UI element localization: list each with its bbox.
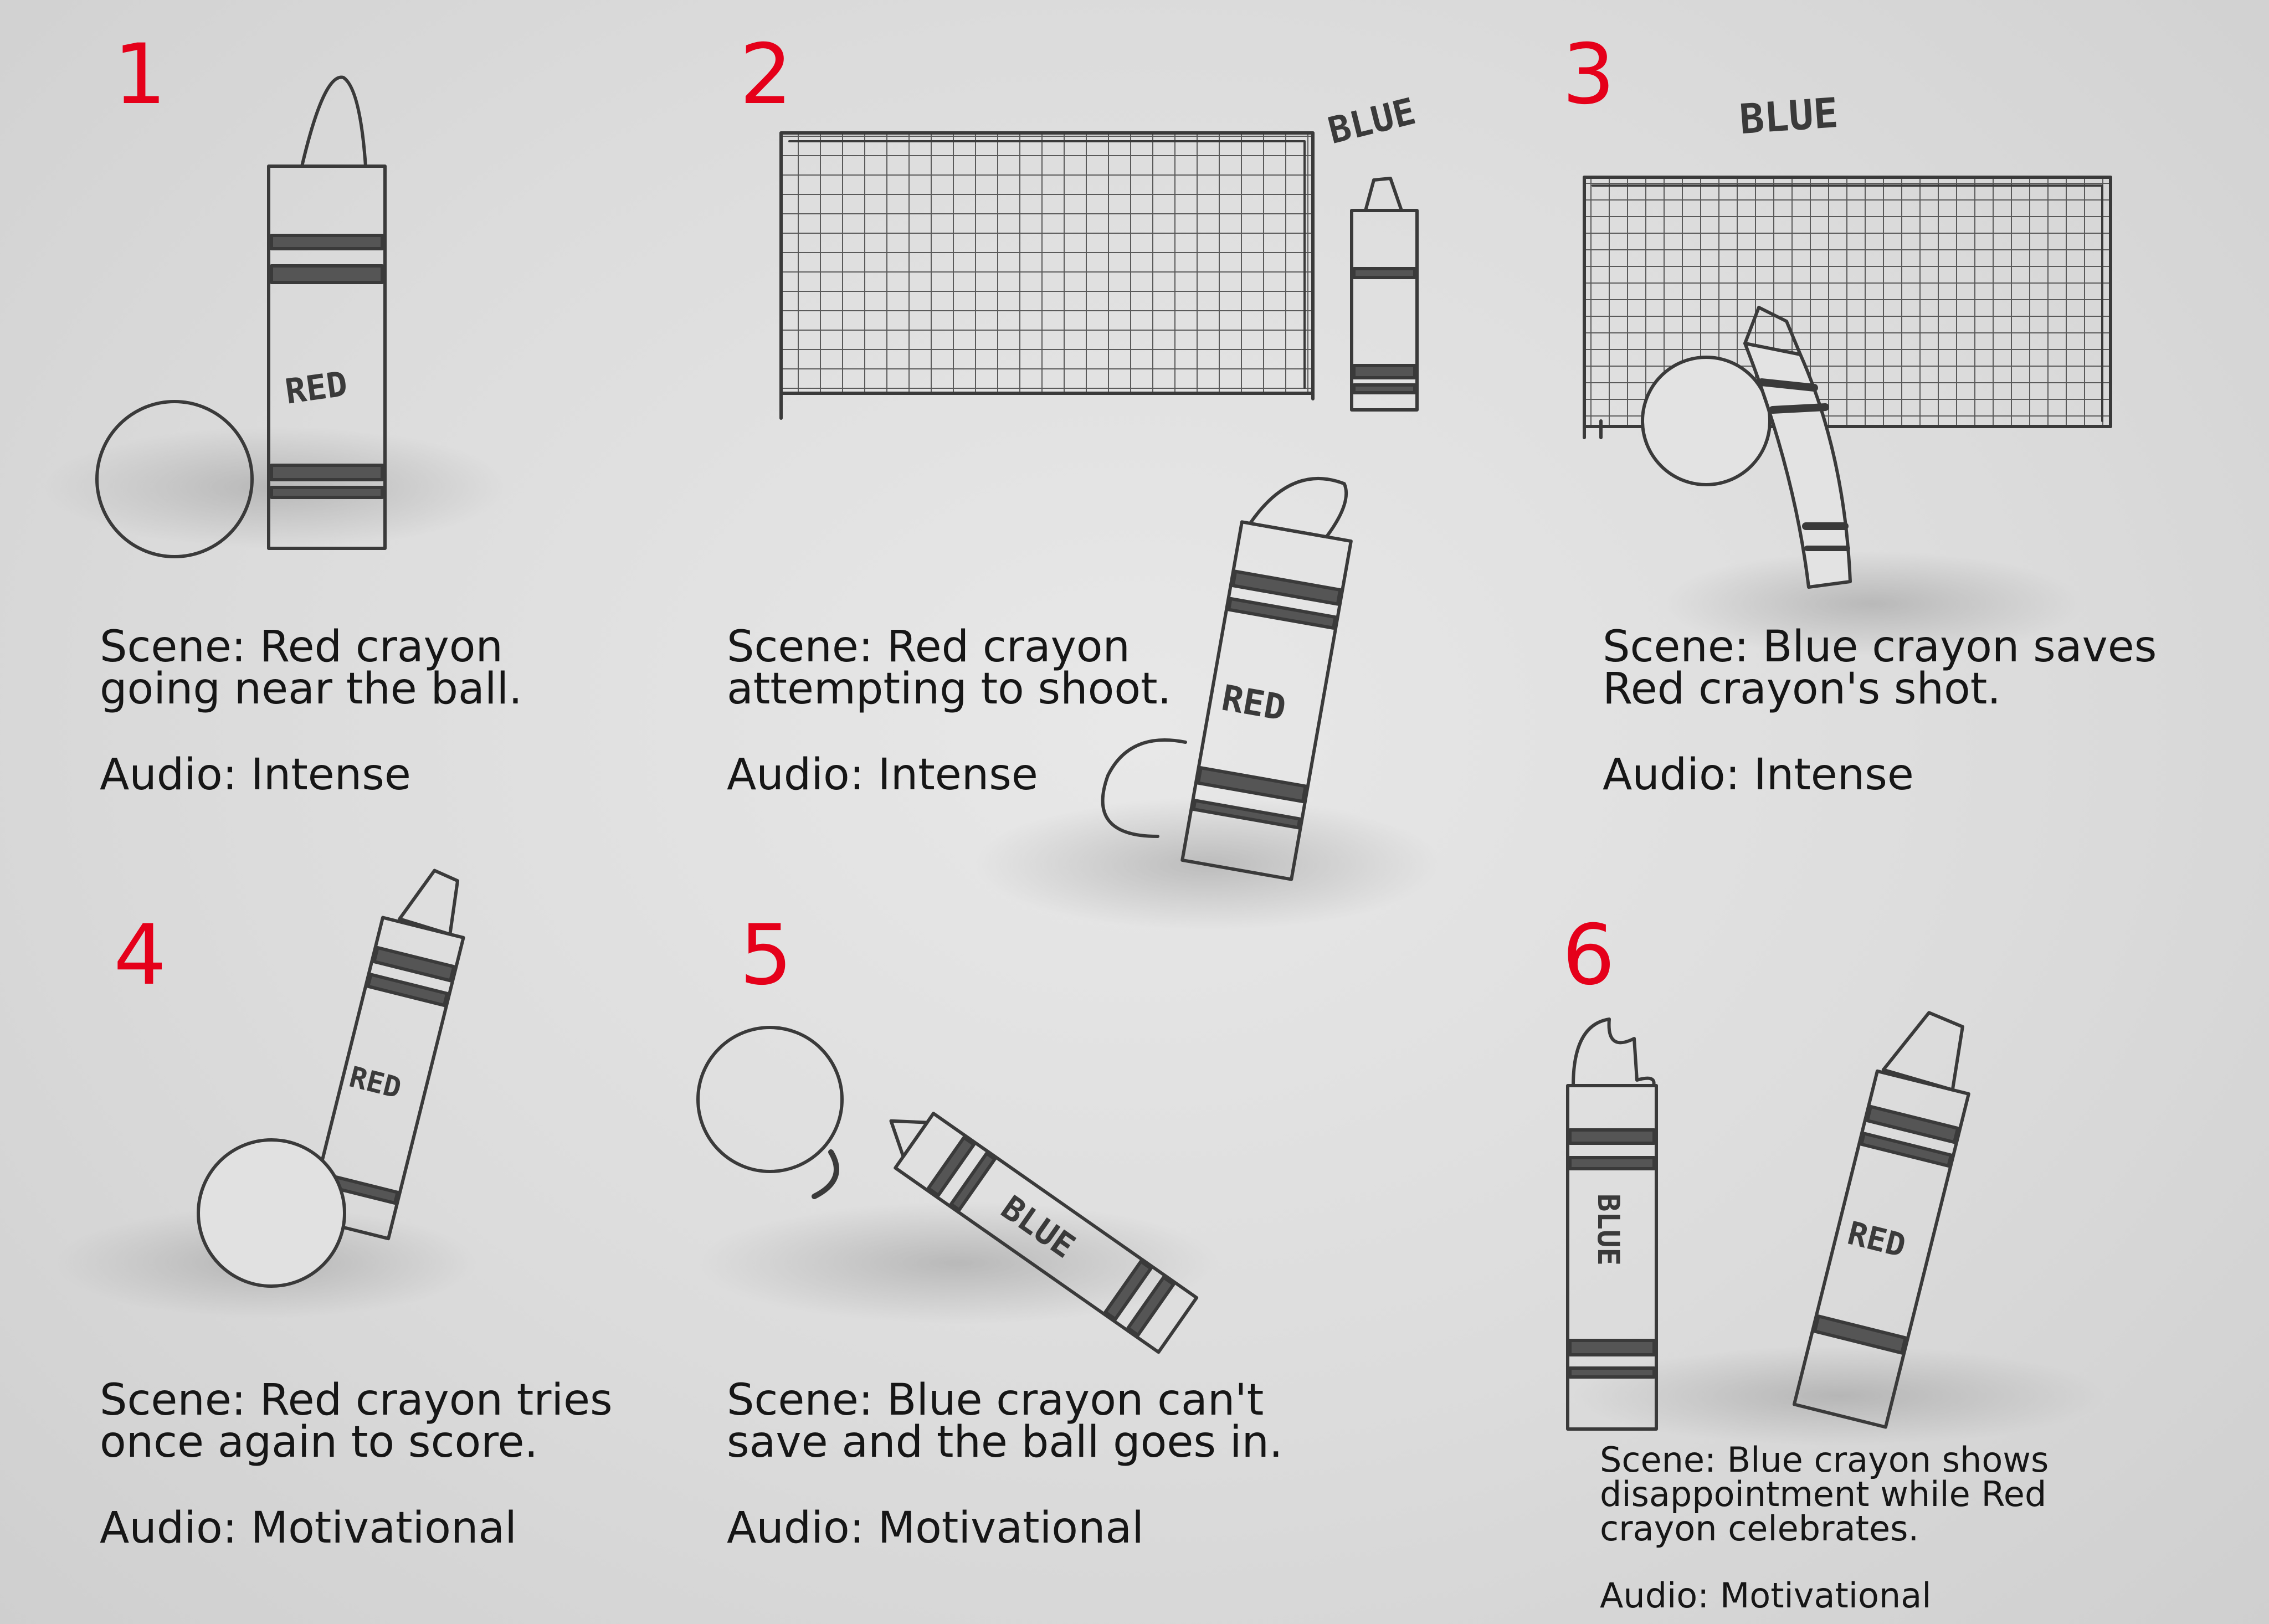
blue-crayon-2 (1350, 177, 1419, 412)
panel-number-1: 1 (114, 27, 167, 123)
panel-1-sketch: RED (44, 75, 510, 558)
panel-number-3: 3 (1562, 27, 1615, 123)
red-crayon-2: RED (1180, 476, 1353, 881)
panel-5-scene: Scene: Blue crayon can't save and the ba… (727, 1375, 1283, 1467)
ball-5 (696, 1026, 844, 1173)
red-label-2: RED (1219, 677, 1289, 729)
red-label-6: RED (1844, 1214, 1909, 1265)
red-label-1: RED (283, 363, 350, 412)
panel-4-audio: Audio: Motivational (100, 1503, 517, 1553)
panel-2-scene: Scene: Red crayon attempting to shoot. (727, 622, 1172, 714)
panel-3-audio: Audio: Intense (1603, 750, 1914, 800)
panel-1-scene: Scene: Red crayon going near the ball. (100, 622, 522, 714)
panel-2-sketch: BLUE RED (779, 90, 1440, 931)
blue-crayon-6: BLUE (1566, 1017, 1658, 1431)
blue-crayon-3 (1743, 306, 1852, 589)
ball-4 (197, 1138, 346, 1288)
red-crayon-1: RED (267, 75, 387, 550)
red-label-4: RED (346, 1061, 405, 1106)
panel-1-audio: Audio: Intense (100, 750, 411, 800)
panel-number-2: 2 (740, 27, 793, 123)
panel-6-scene: Scene: Blue crayon shows disappointment … (1600, 1440, 2049, 1549)
blue-label-6: BLUE (1591, 1194, 1626, 1266)
panel-4-sketch: RED (55, 868, 476, 1318)
ball-2 (1101, 738, 1187, 838)
ball (95, 400, 254, 558)
red-crayon-6: RED (1792, 1011, 1970, 1429)
panel-5-audio: Audio: Motivational (727, 1503, 1144, 1553)
panel-6-audio: Audio: Motivational (1600, 1575, 1932, 1616)
goal-2 (779, 131, 1315, 420)
panel-3-scene: Scene: Blue crayon saves Red crayon's sh… (1603, 622, 2157, 714)
panel-5-sketch: BLUE (696, 1026, 1219, 1354)
panel-6-sketch: BLUE RED (1566, 1011, 2105, 1446)
panel-number-6: 6 (1562, 907, 1615, 1004)
blue-label-3-top: BLUE (1738, 89, 1840, 143)
panel-number-4: 4 (114, 907, 167, 1004)
panel-number-5: 5 (740, 907, 793, 1004)
blue-label-2-top: BLUE (1324, 90, 1420, 152)
panel-3-sketch: BLUE (1583, 89, 2112, 656)
panel-4-scene: Scene: Red crayon tries once again to sc… (100, 1375, 613, 1467)
ball-3 (1641, 356, 1772, 486)
panel-2-audio: Audio: Intense (727, 750, 1038, 800)
